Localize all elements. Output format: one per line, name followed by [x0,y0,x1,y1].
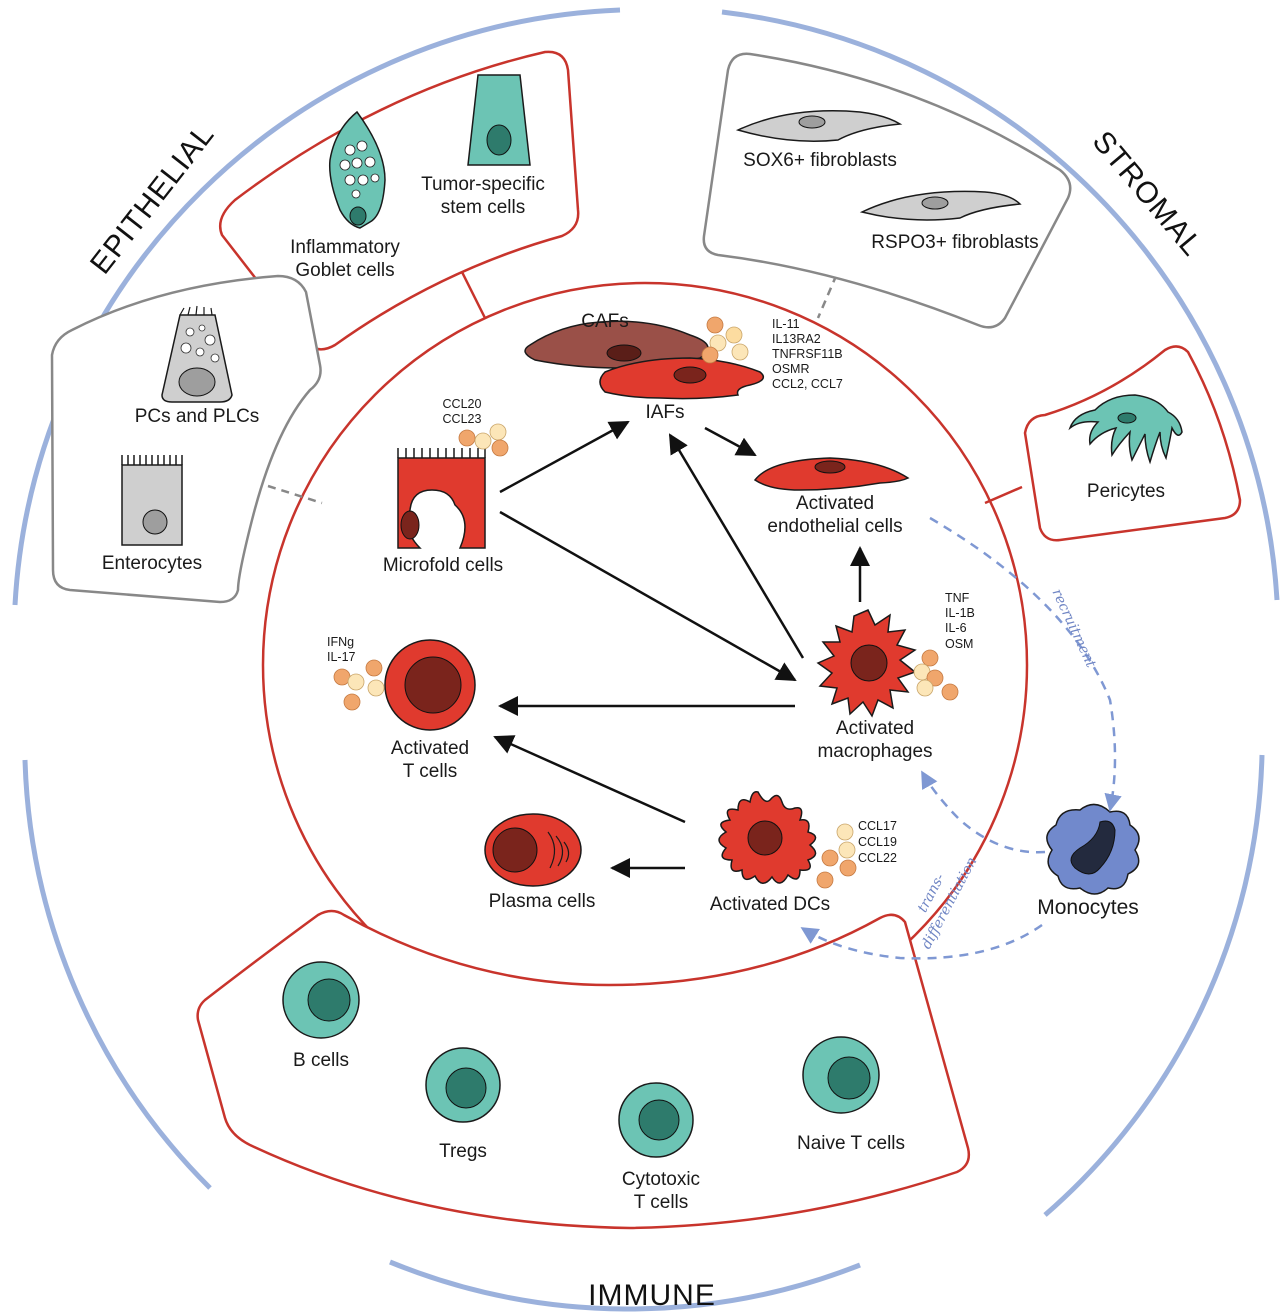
label-tumor-specific: Tumor-specific [421,174,545,195]
label-macrophages-2: macrophages [817,741,932,762]
treg-icon [425,1047,501,1123]
dc-molecule-1: CCL17 [858,819,897,833]
label-cytotoxic-t: T cells [634,1192,689,1213]
label-naive: Naive T cells [797,1133,905,1154]
box-stromal-fibroblasts: SOX6+ fibroblasts RSPO3+ fibroblasts [702,52,1072,329]
label-cafs: CAFs [581,311,629,332]
tcell-cytokine-dots [333,659,385,711]
box-stromal-pericytes: Pericytes [1023,345,1242,542]
macrophage-molecule-2: IL-1B [945,606,975,620]
label-tregs: Tregs [439,1141,487,1162]
stem-cell-icon [467,74,531,166]
interaction-arrows [493,420,870,878]
macrophage-icon [816,609,917,718]
connector-pericytes [984,485,1023,505]
label-cytotoxic: Cytotoxic [622,1169,700,1190]
macrophage-cytokine-dots [913,649,959,701]
ring-arc-epithelial [12,7,621,606]
tcell-molecule-1: IFNg [327,635,354,649]
ring-arc-stromal [721,9,1280,601]
macrophage-molecule-3: IL-6 [945,621,967,635]
label-recruitment: recruitment [1048,586,1099,670]
outer-ring [12,7,1280,1312]
label-stem-cells: stem cells [441,197,525,218]
label-goblet-cells: Goblet cells [295,260,394,281]
microfold-cytokine-dots [458,423,509,457]
box-immune: B cells Tregs Cytotoxic T cells Naive T … [196,909,971,1230]
iaf-cell-icon [599,357,765,400]
iaf-molecule-4: OSMR [772,362,810,376]
label-macrophages-1: Activated [836,718,914,739]
label-rspo3: RSPO3+ fibroblasts [871,232,1038,253]
cytotoxic-t-cell-icon [618,1082,694,1158]
pc-cell-icon [161,305,233,403]
blue-arrows [800,516,1122,960]
plasma-cell-icon [484,813,582,887]
endothelial-cell-icon [753,457,910,491]
naive-t-cell-icon [802,1036,880,1114]
label-endothelial-1: Activated [796,493,874,514]
activated-t-cell-icon [384,639,476,731]
label-tcells-2: T cells [403,761,458,782]
goblet-cell-icon [328,110,386,229]
caf-cell-icon [524,320,709,369]
b-cell-icon [282,961,360,1039]
box-epithelial-goblet-stem: Inflammatory Goblet cells Tumor-specific… [218,50,580,351]
dc-molecule-2: CCL19 [858,835,897,849]
iaf-molecule-2: IL13RA2 [772,332,821,346]
pericyte-icon [1068,394,1183,465]
iaf-molecule-1: IL-11 [772,317,800,331]
section-stromal: STROMAL [1086,125,1209,263]
label-tcells-1: Activated [391,738,469,759]
microfold-cell-icon [397,448,486,549]
label-pcs-plcs: PCs and PLCs [135,406,260,427]
label-enterocytes: Enterocytes [102,553,202,574]
section-immune: IMMUNE [588,1279,716,1312]
arrow-macrophages-iafs [668,433,805,659]
iaf-molecule-5: CCL2, CCL7 [772,377,843,391]
dendritic-cell-icon [718,790,817,884]
sox6-fibroblast-icon [735,110,903,142]
arrow-transdiff-dcs [800,923,1043,960]
microfold-molecule-2: CCL23 [443,412,482,426]
label-b-cells: B cells [293,1050,349,1071]
label-dcs: Activated DCs [710,894,830,915]
arrow-iafs-endothelial [704,426,757,457]
ring-arc-immune-right [1043,754,1265,1217]
arrow-microfold-iafs [499,420,630,494]
label-pericytes: Pericytes [1087,481,1165,502]
arrow-dcs-tcells [493,735,686,824]
label-inflammatory: Inflammatory [290,237,400,258]
ring-arc-immune-bottom [389,1259,861,1312]
dc-cytokine-dots [816,823,857,889]
connector-goblet [458,267,487,319]
macrophage-molecule-4: OSM [945,637,973,651]
section-epithelial: EPITHELIAL [84,118,221,280]
label-sox6: SOX6+ fibroblasts [743,150,897,171]
arrow-transdiff-macrophages [920,770,1046,854]
tcell-molecule-2: IL-17 [327,650,356,664]
dc-molecule-3: CCL22 [858,851,897,865]
rspo3-fibroblast-icon [859,190,1022,221]
microfold-molecule-1: CCL20 [443,397,482,411]
box-epithelial-pcs-enterocytes: PCs and PLCs Enterocytes [50,274,322,604]
macrophage-molecule-1: TNF [945,591,970,605]
ring-arc-immune-left [22,759,212,1190]
label-monocytes: Monocytes [1037,896,1139,919]
label-plasma: Plasma cells [489,891,596,912]
label-microfold: Microfold cells [383,555,503,576]
arrow-microfold-macrophages [499,510,797,682]
enterocyte-icon [121,455,183,546]
iaf-cytokine-dots [701,316,749,364]
label-iafs: IAFs [645,402,684,423]
connector-enterocytes [267,484,323,505]
connector-fibroblasts [816,261,844,319]
iaf-molecule-3: TNFRSF11B [772,347,843,361]
label-endothelial-2: endothelial cells [767,516,902,537]
monocyte-icon [1046,803,1140,895]
